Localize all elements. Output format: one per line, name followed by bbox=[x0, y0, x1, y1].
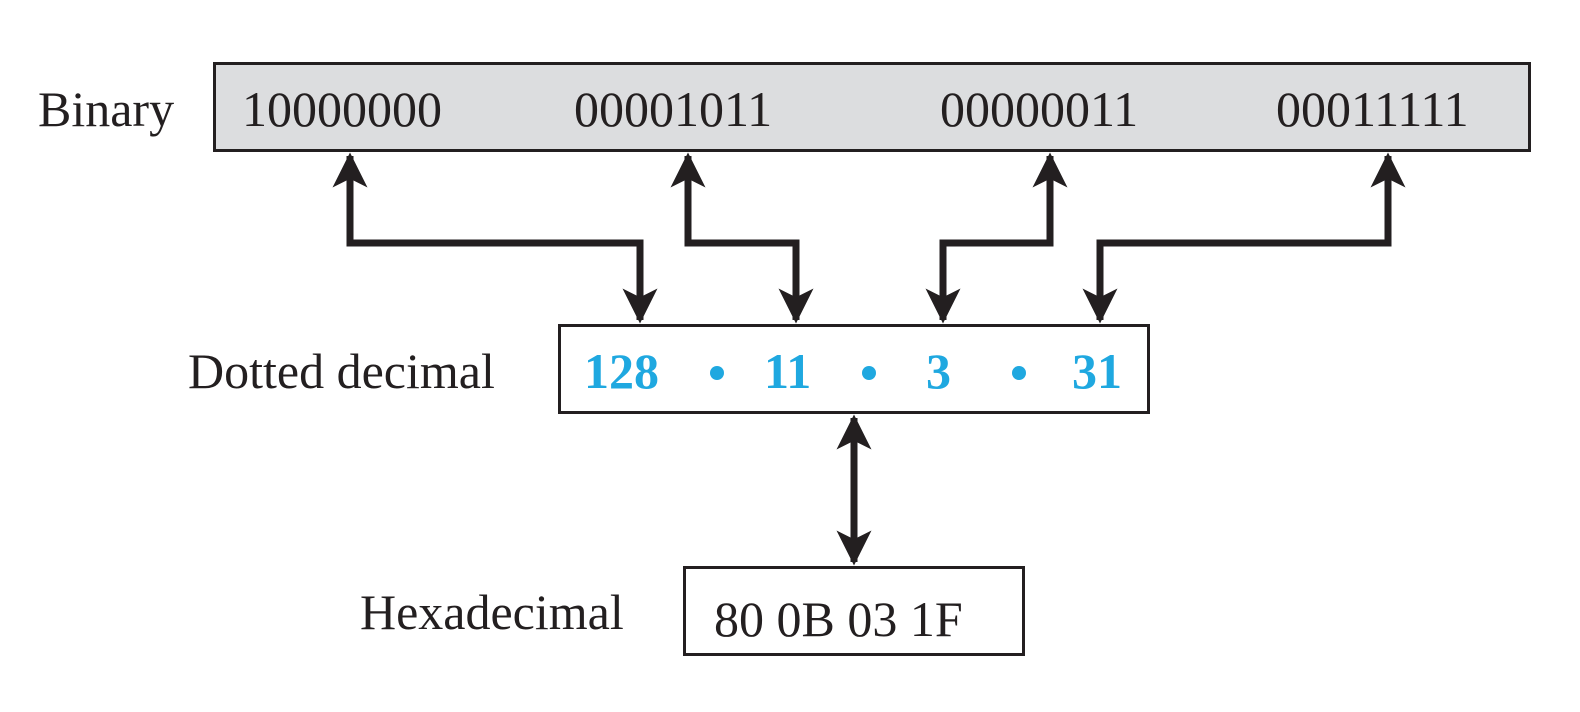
decimal-octet-4: 31 bbox=[1072, 343, 1122, 399]
decimal-octet-1: 128 bbox=[584, 343, 659, 399]
arrow-octet-3 bbox=[925, 152, 1068, 324]
hexadecimal-box bbox=[683, 566, 1025, 656]
binary-octet-2: 00001011 bbox=[574, 81, 773, 137]
arrow-octet-4 bbox=[1082, 152, 1406, 324]
arrow-octet-2 bbox=[670, 152, 814, 324]
separator-dot bbox=[862, 366, 876, 380]
separator-dot bbox=[1012, 366, 1026, 380]
binary-label: Binary bbox=[38, 81, 175, 137]
binary-octet-4: 00011111 bbox=[1276, 81, 1469, 137]
decimal-octet-3: 3 bbox=[926, 343, 951, 399]
binary-octet-1: 10000000 bbox=[242, 81, 442, 137]
dotted-decimal-box bbox=[558, 324, 1150, 414]
decimal-octet-2: 11 bbox=[764, 343, 812, 399]
binary-octet-3: 00000011 bbox=[940, 81, 1139, 137]
dotted-decimal-label: Dotted decimal bbox=[188, 343, 495, 399]
hexadecimal-value: 80 0B 03 1F bbox=[714, 591, 963, 647]
arrow-octet-1 bbox=[332, 152, 658, 324]
separator-dot bbox=[710, 366, 724, 380]
binary-box bbox=[213, 62, 1531, 152]
hexadecimal-label: Hexadecimal bbox=[360, 584, 624, 640]
